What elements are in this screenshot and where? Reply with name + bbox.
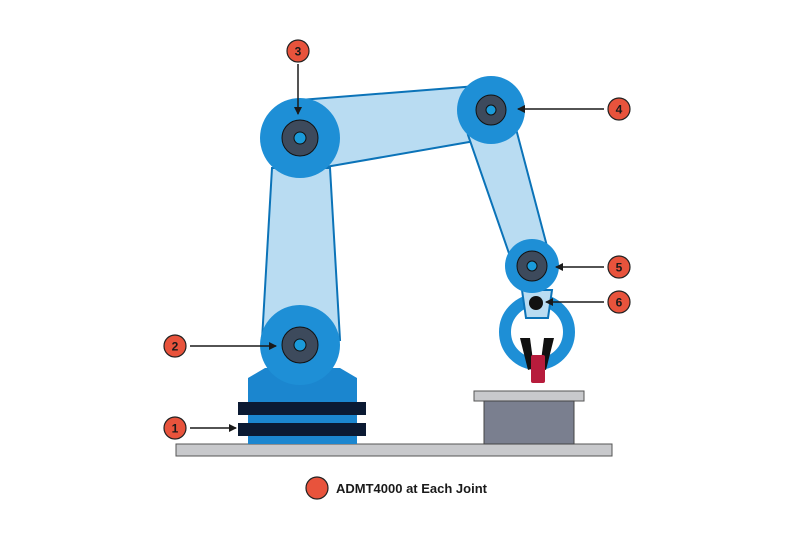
marker-4-label: 4 [616,103,623,117]
base-band-upper [238,402,366,415]
base-band-lower [238,423,366,436]
legend-label: ADMT4000 at Each Joint [336,481,488,496]
joint-6-sensor [529,296,543,310]
work-block-top [473,390,585,402]
marker-6-label: 6 [616,296,623,310]
marker-6: 6 [607,290,631,314]
table-surface [175,443,613,457]
work-block [483,400,575,445]
joint-3 [260,98,340,178]
marker-5: 5 [607,255,631,279]
legend: ADMT4000 at Each Joint [305,476,488,500]
joint-2 [260,305,340,385]
joint-4 [457,76,525,144]
gripper-finger-left [520,338,534,370]
marker-1: 1 [163,416,187,440]
joint-5 [505,239,559,293]
marker-4: 4 [607,97,631,121]
gripped-object [531,355,545,383]
marker-3: 3 [286,39,310,63]
marker-5-label: 5 [616,261,623,275]
marker-1-label: 1 [172,422,179,436]
marker-2-label: 2 [172,340,179,354]
marker-3-label: 3 [295,45,302,59]
marker-2: 2 [163,334,187,358]
legend-marker-icon [305,476,329,500]
